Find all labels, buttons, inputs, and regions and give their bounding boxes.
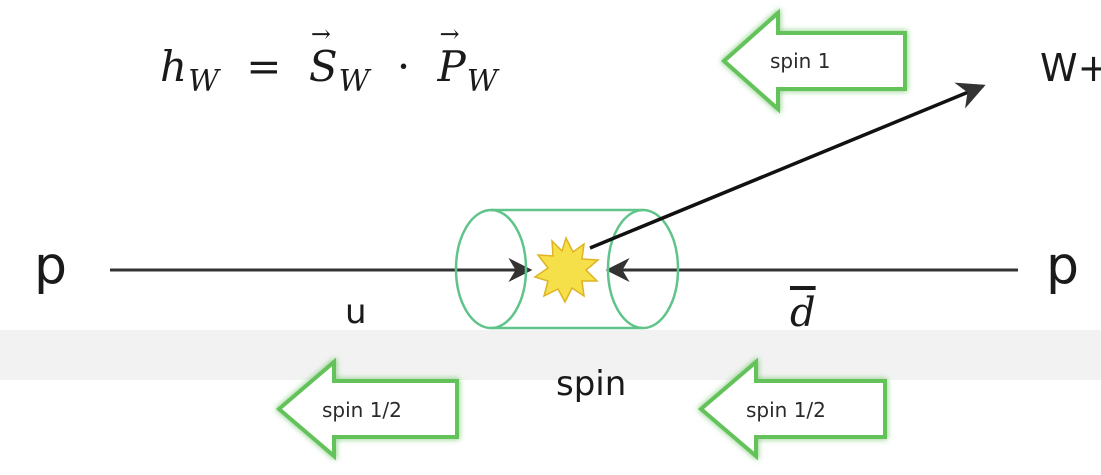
formula-h: h [160,42,189,91]
anti-down-quark-label: d [790,290,816,336]
background-band [0,330,1101,380]
spin-arrow-bottom-right-label: spin 1/2 [746,398,826,422]
w-boson-arrow [589,82,986,250]
formula-p-sub: W [466,64,499,99]
spin-arrow-bottom-left [275,357,459,461]
interaction-cylinder [454,208,680,330]
spin-arrow-top [720,8,907,114]
spin-label: spin [556,364,627,404]
formula-momentum-vector: P [438,20,467,91]
spin-arrow-bottom-right [697,357,887,461]
w-plus-label: W+ [1040,46,1101,90]
spin-arrow-bottom-left-label: spin 1/2 [322,398,402,422]
formula-spin-vector: S [309,20,339,91]
spin-arrow-top-label: spin 1 [770,49,830,73]
formula-dot: · [396,42,412,91]
collision-burst [533,235,600,304]
helicity-formula: hW = SW · PW [160,20,499,99]
up-quark-label: u [345,292,367,332]
proton-right-label: p [1046,236,1080,296]
formula-equals: = [246,42,283,91]
proton-left-label: p [34,236,68,296]
formula-h-sub: W [188,64,220,99]
formula-s-sub: W [338,64,371,99]
